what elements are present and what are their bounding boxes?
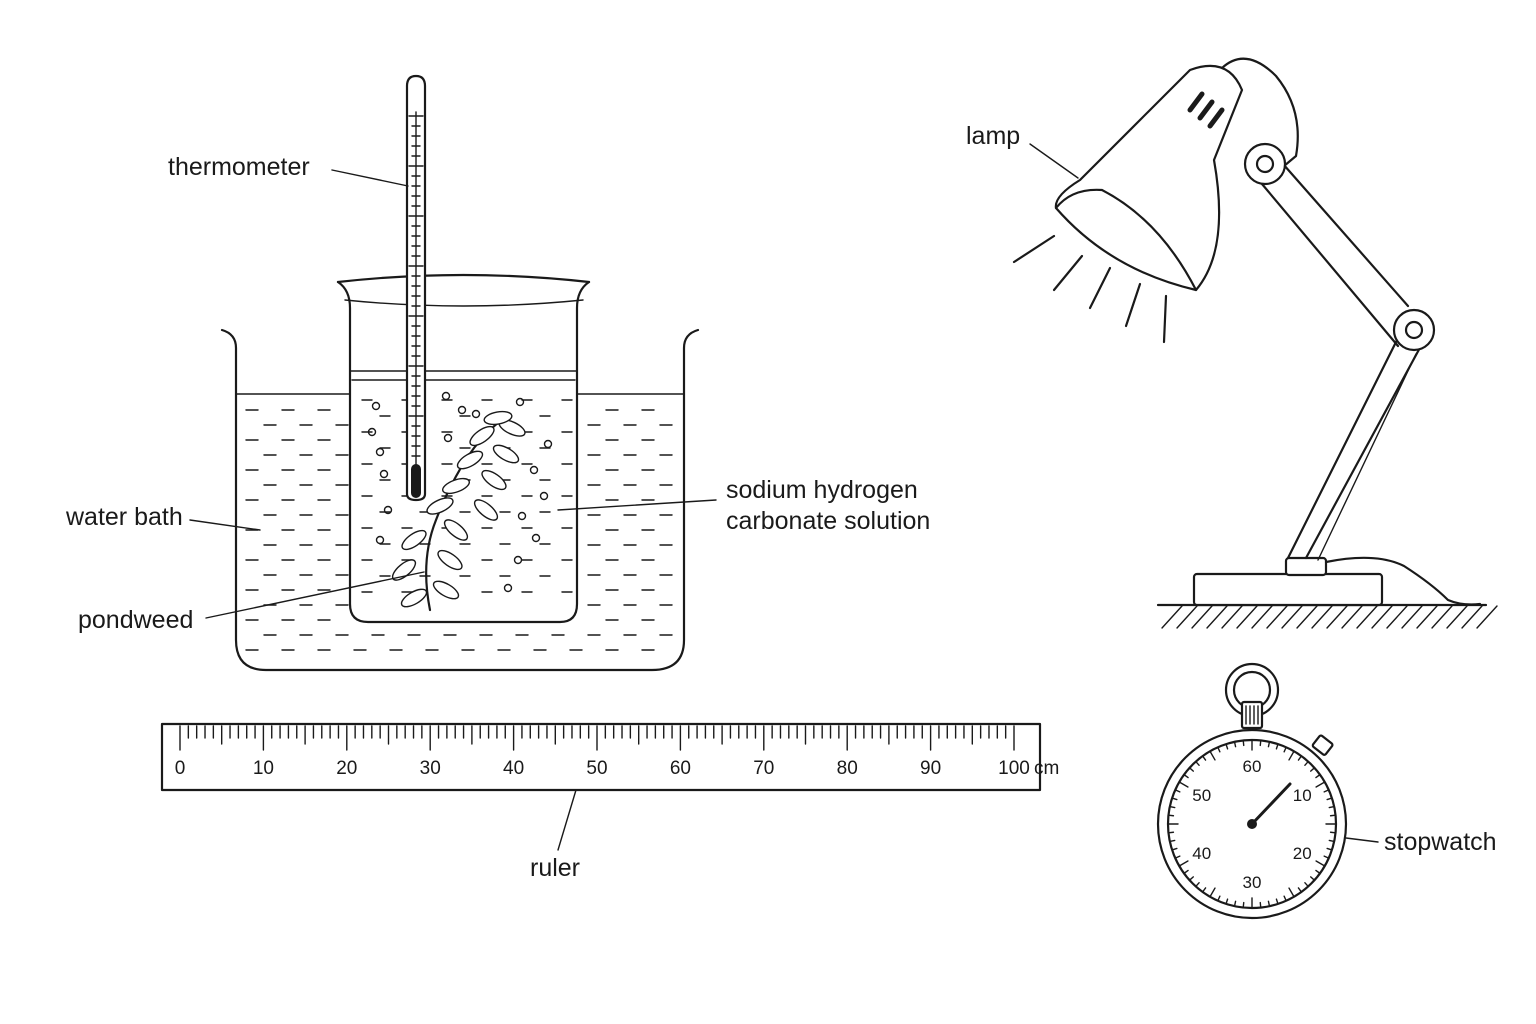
- dial-number: 30: [1243, 873, 1262, 892]
- ruler-number: 80: [837, 758, 858, 779]
- ruler-icon: 0 10 20 30 40 50 60 70 80 90 100 cm: [160, 722, 1059, 792]
- stopwatch-label: stopwatch: [1384, 828, 1497, 856]
- ruler-number: 90: [920, 758, 941, 779]
- solution-label-line-1: sodium hydrogen: [726, 476, 918, 504]
- thermometer-label: thermometer: [168, 153, 310, 181]
- dial-number: 40: [1192, 844, 1211, 863]
- ruler-unit: cm: [1034, 758, 1059, 779]
- ruler-number: 40: [503, 758, 524, 779]
- ruler-number: 60: [670, 758, 691, 779]
- dial-number: 60: [1243, 757, 1262, 776]
- ruler-number: 70: [753, 758, 774, 779]
- ruler-number: 20: [336, 758, 357, 779]
- water-bath-label: water bath: [65, 503, 183, 531]
- ruler-number: 30: [420, 758, 441, 779]
- ruler-number: 0: [175, 758, 186, 779]
- pondweed-icon: [391, 410, 526, 612]
- dial-number: 20: [1293, 844, 1312, 863]
- ruler-number: 10: [253, 758, 274, 779]
- thermometer-icon: [405, 74, 427, 502]
- dial-number: 10: [1293, 786, 1312, 805]
- ruler-label: ruler: [530, 854, 580, 882]
- solution-label-line-2: carbonate solution: [726, 507, 930, 535]
- dial-number: 50: [1192, 786, 1211, 805]
- beaker-icon: [336, 273, 591, 624]
- desk-lamp-icon: [1012, 57, 1498, 629]
- pondweed-label: pondweed: [78, 606, 193, 634]
- ruler-number: 100: [998, 758, 1030, 779]
- stopwatch-icon: 60 10 20 30 40 50: [1156, 662, 1348, 920]
- lamp-label: lamp: [966, 122, 1020, 150]
- ruler-number: 50: [586, 758, 607, 779]
